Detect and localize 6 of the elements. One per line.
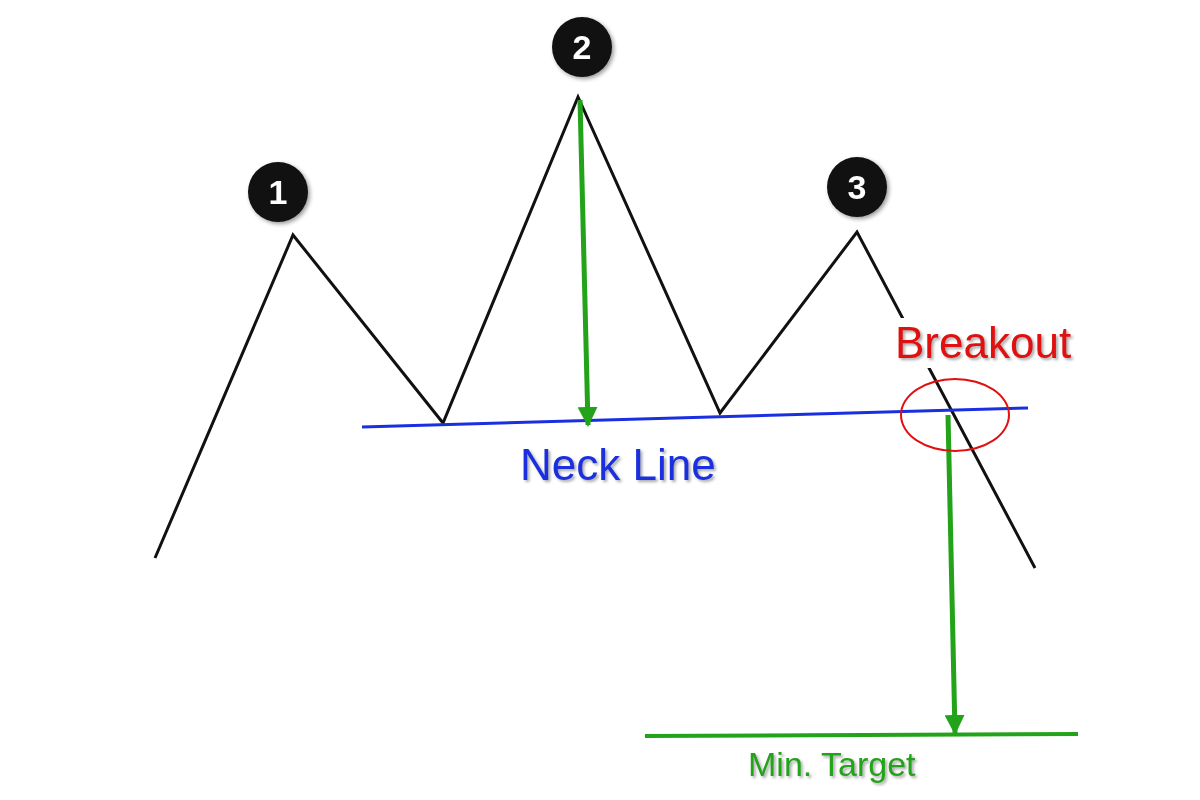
min-target-label: Min. Target [748, 745, 916, 784]
number-circle: 3 [827, 157, 887, 217]
neck-line-label: Neck Line [520, 440, 716, 490]
number-circle: 2 [552, 17, 612, 77]
breakout-ellipse [900, 378, 1010, 452]
number-circle: 1 [248, 162, 308, 222]
